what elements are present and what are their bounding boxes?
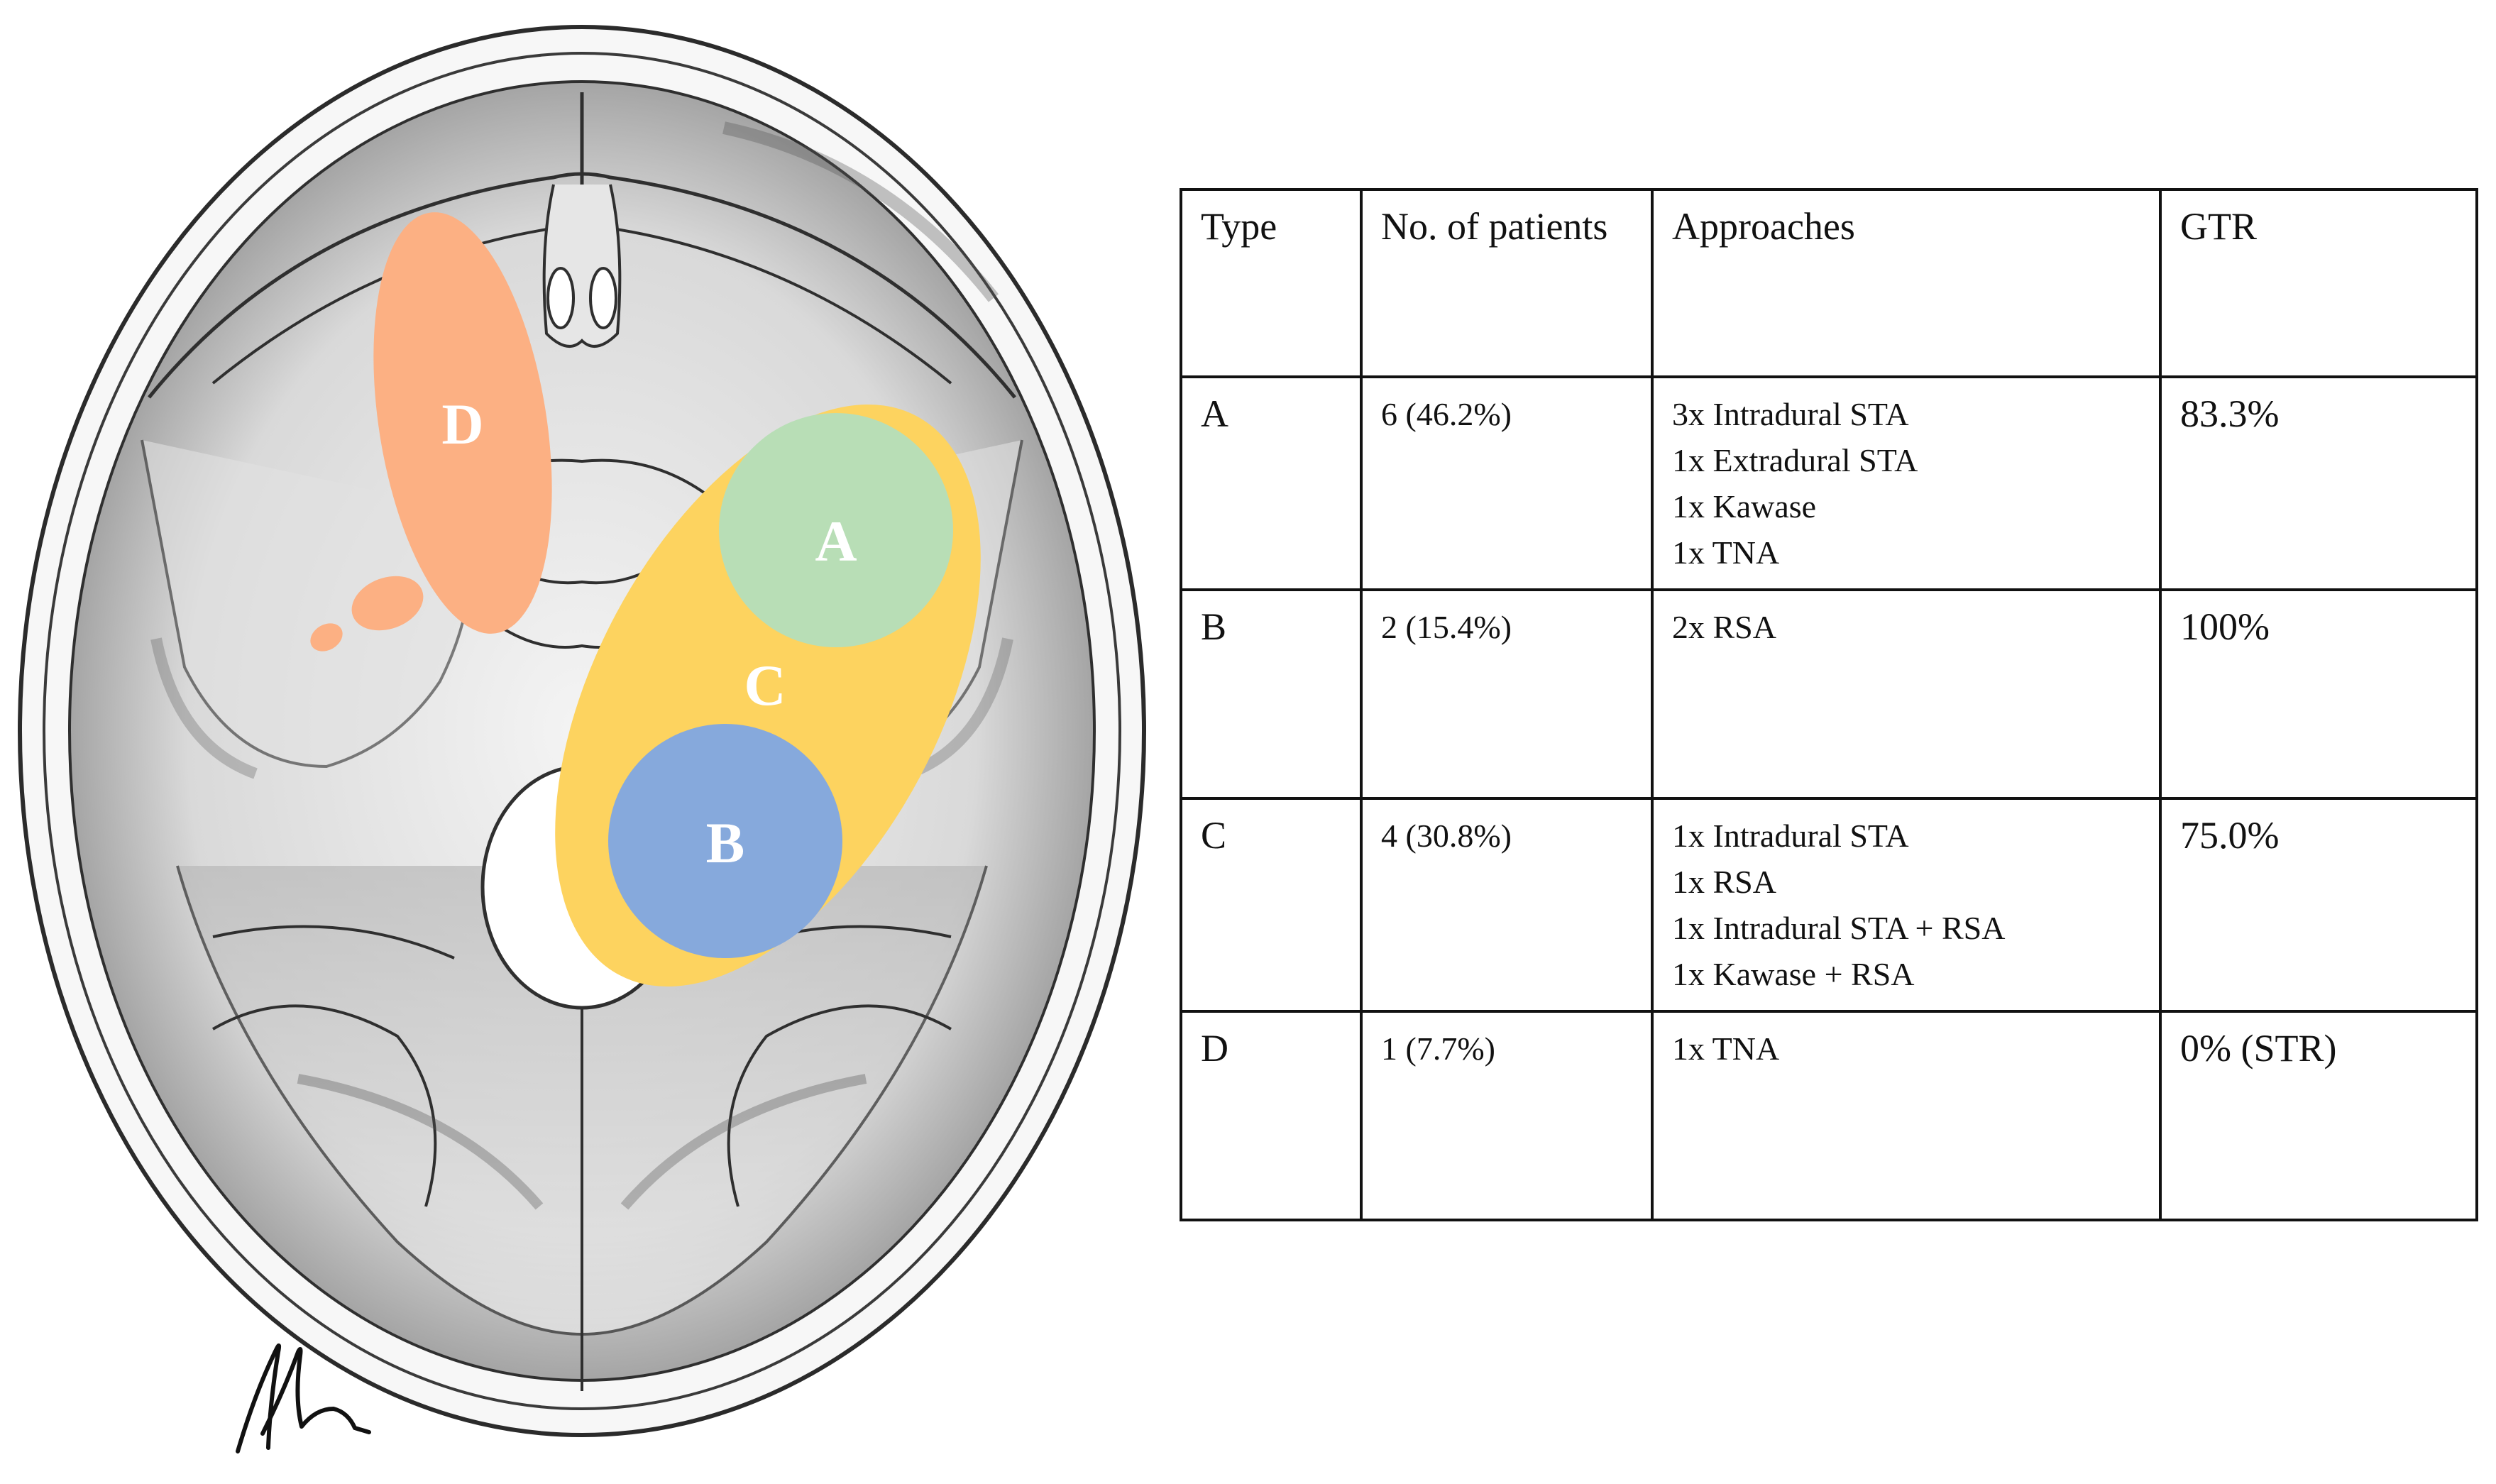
row-gtr: 0% (STR)	[2159, 1010, 2478, 1221]
row-gtr: 100%	[2159, 588, 2478, 800]
row-count: 4 (30.8%)	[1360, 797, 1654, 1013]
header-gtr: GTR	[2159, 188, 2478, 378]
row-count: 2 (15.4%)	[1360, 588, 1654, 800]
table-header-row: Type No. of patients Approaches GTR	[1180, 188, 2478, 378]
skull-base-illustration: A B C D	[18, 25, 1146, 1453]
zone-d	[310, 212, 552, 652]
row-count: 1 (7.7%)	[1360, 1010, 1654, 1221]
header-type: Type	[1180, 188, 1363, 378]
zone-b	[608, 724, 842, 958]
row-type: A	[1180, 375, 1363, 591]
table-row: A 6 (46.2%) 3x Intradural STA 1x Extradu…	[1180, 375, 2478, 591]
approach-item: 1x RSA	[1672, 864, 1776, 900]
anterior-fossa	[148, 92, 1016, 399]
approach-item: 2x RSA	[1672, 609, 1776, 645]
zone-label-d: D	[441, 392, 483, 456]
approach-item: 1x Kawase	[1672, 488, 1817, 524]
row-approaches: 1x TNA	[1651, 1010, 2162, 1221]
zone-label-b: B	[706, 810, 745, 875]
approach-item: 1x TNA	[1672, 1030, 1780, 1067]
row-approaches: 3x Intradural STA 1x Extradural STA 1x K…	[1651, 375, 2162, 591]
row-type: D	[1180, 1010, 1363, 1221]
zone-a	[719, 413, 953, 647]
zone-label-a: A	[815, 509, 857, 573]
row-type: B	[1180, 588, 1363, 800]
row-gtr: 75.0%	[2159, 797, 2478, 1013]
row-count: 6 (46.2%)	[1360, 375, 1654, 591]
row-approaches: 1x Intradural STA 1x RSA 1x Intradural S…	[1651, 797, 2162, 1013]
approach-item: 1x Extradural STA	[1672, 442, 1918, 478]
approach-item: 1x Kawase + RSA	[1672, 956, 1915, 992]
table-row: D 1 (7.7%) 1x TNA 0% (STR)	[1180, 1010, 2478, 1221]
zone-label-c: C	[744, 653, 786, 718]
header-count: No. of patients	[1360, 188, 1654, 378]
approach-item: 3x Intradural STA	[1672, 396, 1909, 432]
approach-item: 1x Intradural STA	[1672, 818, 1909, 854]
header-approaches: Approaches	[1651, 188, 2162, 378]
table-row: C 4 (30.8%) 1x Intradural STA 1x RSA 1x …	[1180, 797, 2478, 1013]
approach-item: 1x Intradural STA + RSA	[1672, 910, 2006, 946]
table-row: B 2 (15.4%) 2x RSA 100%	[1180, 588, 2478, 800]
approach-item: 1x TNA	[1672, 534, 1780, 571]
row-type: C	[1180, 797, 1363, 1013]
row-gtr: 83.3%	[2159, 375, 2478, 591]
approaches-table: Type No. of patients Approaches GTR A 6 …	[1180, 188, 2478, 1221]
row-approaches: 2x RSA	[1651, 588, 2162, 800]
artist-signature	[236, 1343, 371, 1453]
